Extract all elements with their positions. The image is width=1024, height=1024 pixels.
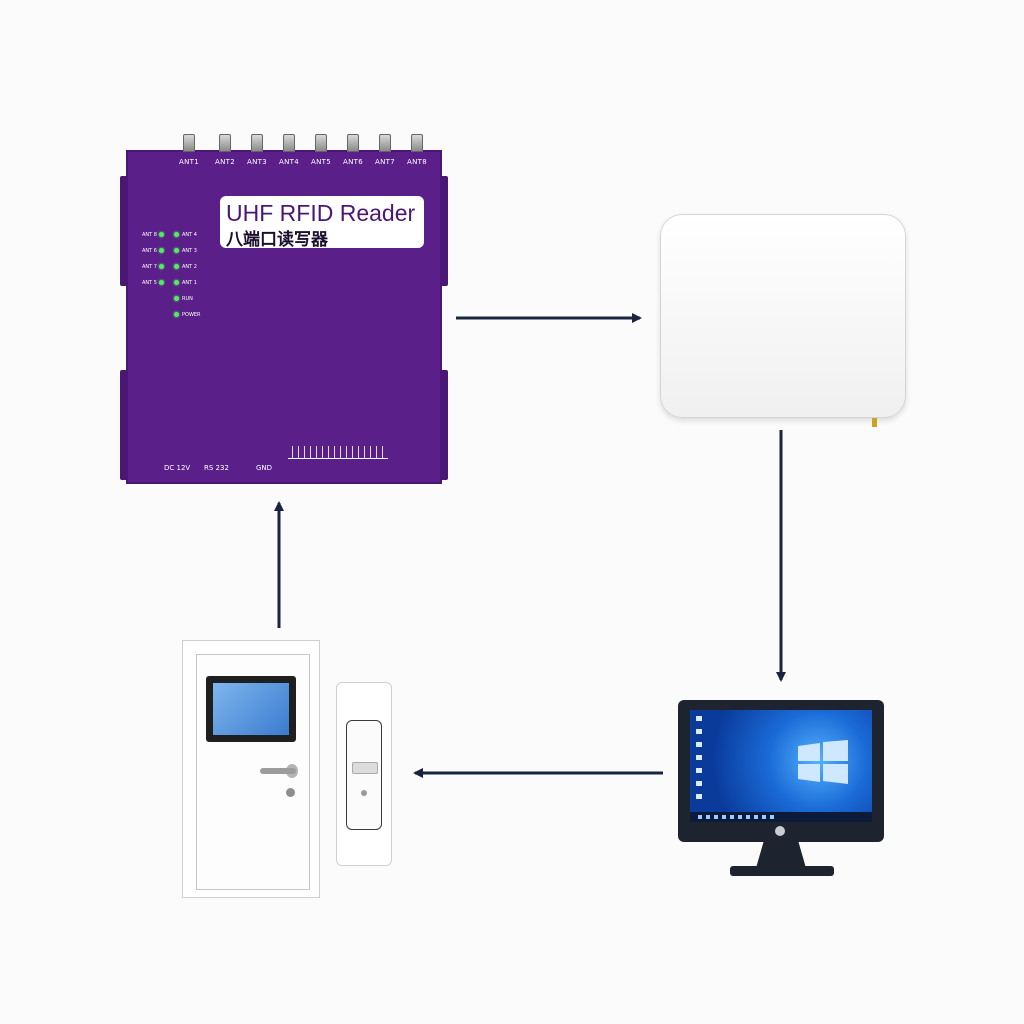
desktop-icon[interactable] bbox=[696, 742, 702, 747]
desktop-icon[interactable] bbox=[696, 729, 702, 734]
taskbar-icon[interactable] bbox=[698, 815, 702, 819]
led-label: ANT 8 bbox=[142, 232, 157, 238]
taskbar-icon[interactable] bbox=[738, 815, 742, 819]
status-led-icon bbox=[174, 296, 179, 301]
antenna-cable-connector bbox=[872, 418, 877, 427]
taskbar bbox=[690, 812, 872, 822]
monitor-stand-neck bbox=[756, 842, 806, 868]
taskbar-icon[interactable] bbox=[754, 815, 758, 819]
gpio-pin bbox=[340, 446, 341, 458]
led-label: POWER bbox=[182, 312, 201, 318]
led-label: ANT 7 bbox=[142, 264, 157, 270]
gpio-pin bbox=[376, 446, 377, 458]
status-led-icon bbox=[174, 232, 179, 237]
mount-tab bbox=[120, 176, 128, 286]
desktop-icon[interactable] bbox=[696, 781, 702, 786]
desktop-icon[interactable] bbox=[696, 716, 702, 721]
led-label: RUN bbox=[182, 296, 193, 302]
reader-title: UHF RFID Reader bbox=[226, 200, 416, 226]
desktop-icon[interactable] bbox=[696, 755, 702, 760]
status-led-icon bbox=[174, 248, 179, 253]
gpio-pin-strip bbox=[288, 442, 388, 459]
mount-tab bbox=[120, 370, 128, 480]
antenna-connector-icon bbox=[379, 134, 391, 152]
status-led-icon bbox=[174, 280, 179, 285]
gpio-pin bbox=[298, 446, 299, 458]
rfid-reader-device: UHF RFID Reader 八端口读写器 DC 12V RS 232 GND… bbox=[120, 134, 448, 484]
door-display-screen bbox=[213, 683, 289, 735]
windows-logo-icon bbox=[798, 740, 848, 784]
led-label: ANT 6 bbox=[142, 248, 157, 254]
desktop-icon[interactable] bbox=[696, 794, 702, 799]
gpio-pin bbox=[346, 446, 347, 458]
taskbar-icon[interactable] bbox=[762, 815, 766, 819]
gpio-pin bbox=[382, 446, 383, 458]
ant-port-label: ANT1 bbox=[179, 158, 199, 166]
port-label-rs232: RS 232 bbox=[204, 464, 229, 472]
taskbar-icon[interactable] bbox=[730, 815, 734, 819]
led-label: ANT 3 bbox=[182, 248, 197, 254]
uhf-antenna bbox=[660, 214, 906, 418]
taskbar-icon[interactable] bbox=[746, 815, 750, 819]
port-label-gnd: GND bbox=[256, 464, 273, 472]
taskbar-icon[interactable] bbox=[706, 815, 710, 819]
led-label: ANT 4 bbox=[182, 232, 197, 238]
port-label-power: DC 12V bbox=[164, 464, 191, 472]
ant-port-label: ANT2 bbox=[215, 158, 235, 166]
status-led-icon bbox=[159, 248, 164, 253]
access-panel-indicator bbox=[361, 790, 367, 796]
gpio-pin bbox=[370, 446, 371, 458]
gpio-pin bbox=[358, 446, 359, 458]
power-button-icon bbox=[775, 826, 785, 836]
status-led-icon bbox=[159, 264, 164, 269]
ant-port-label: ANT3 bbox=[247, 158, 267, 166]
gpio-pin bbox=[310, 446, 311, 458]
access-panel-slot bbox=[346, 720, 382, 830]
gpio-pin bbox=[322, 446, 323, 458]
gpio-pin bbox=[304, 446, 305, 458]
antenna-connector-icon bbox=[219, 134, 231, 152]
door-handle-icon bbox=[260, 768, 296, 774]
antenna-connector-icon bbox=[411, 134, 423, 152]
monitor-stand-base bbox=[730, 866, 834, 876]
reader-subtitle: 八端口读写器 bbox=[226, 230, 328, 250]
mount-tab bbox=[440, 176, 448, 286]
gpio-pin bbox=[328, 446, 329, 458]
ant-port-label: ANT5 bbox=[311, 158, 331, 166]
taskbar-icon[interactable] bbox=[722, 815, 726, 819]
gpio-pin bbox=[316, 446, 317, 458]
ant-port-label: ANT4 bbox=[279, 158, 299, 166]
desktop-icon[interactable] bbox=[696, 768, 702, 773]
gpio-pin bbox=[352, 446, 353, 458]
ant-port-label: ANT8 bbox=[407, 158, 427, 166]
mount-tab bbox=[440, 370, 448, 480]
access-panel-button bbox=[352, 762, 378, 774]
antenna-connector-icon bbox=[315, 134, 327, 152]
antenna-connector-icon bbox=[347, 134, 359, 152]
status-led-icon bbox=[174, 312, 179, 317]
gpio-pin bbox=[292, 446, 293, 458]
reader-label-card: UHF RFID Reader 八端口读写器 bbox=[220, 196, 424, 250]
monitor-screen bbox=[690, 710, 872, 822]
antenna-connector-icon bbox=[251, 134, 263, 152]
taskbar-icon[interactable] bbox=[770, 815, 774, 819]
led-label: ANT 1 bbox=[182, 280, 197, 286]
antenna-connector-icon bbox=[283, 134, 295, 152]
gpio-pin bbox=[334, 446, 335, 458]
door-lock-icon bbox=[286, 788, 295, 797]
status-led-icon bbox=[159, 232, 164, 237]
ant-port-label: ANT7 bbox=[375, 158, 395, 166]
taskbar-icon[interactable] bbox=[714, 815, 718, 819]
gpio-pin bbox=[364, 446, 365, 458]
status-led-icon bbox=[159, 280, 164, 285]
ant-port-label: ANT6 bbox=[343, 158, 363, 166]
led-label: ANT 2 bbox=[182, 264, 197, 270]
led-label: ANT 5 bbox=[142, 280, 157, 286]
antenna-connector-icon bbox=[183, 134, 195, 152]
status-led-icon bbox=[174, 264, 179, 269]
